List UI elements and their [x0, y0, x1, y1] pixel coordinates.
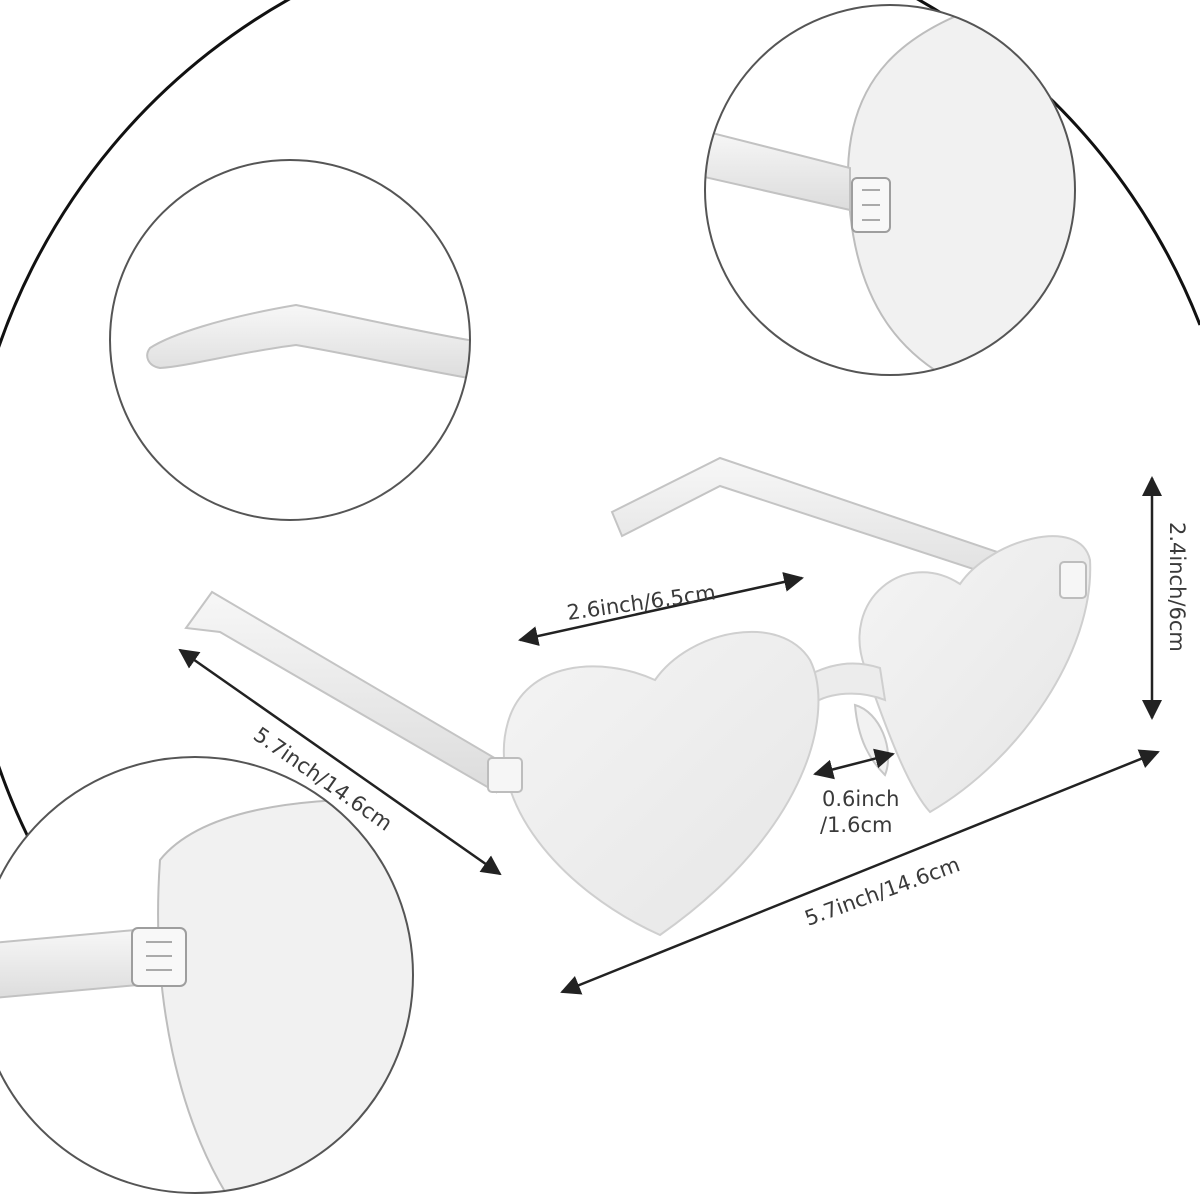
total-width-line: [560, 749, 1160, 995]
temple-tip-arm: [146, 303, 470, 382]
detail-circle-hinge-bottom: [0, 756, 414, 1194]
detail-circle-temple-tip: [109, 159, 471, 521]
right-hinge: [1059, 561, 1087, 599]
temple-length-line: [178, 648, 502, 876]
left-hinge: [487, 757, 523, 793]
detail-circle-hinge-top: [704, 4, 1076, 376]
lens-width-label: 2.6inch/6.5cm: [565, 580, 717, 625]
left-heart-lens: [502, 630, 820, 937]
lens-width-line: [518, 572, 804, 646]
hinge-top-arm: [705, 128, 851, 212]
frame-height-label: 2.4inch/6cm: [1165, 522, 1189, 652]
hinge-top-lens: [846, 5, 1075, 375]
right-heart-lens: [858, 535, 1092, 814]
bridge-width-label-2: /1.6cm: [820, 813, 892, 837]
bridge: [798, 662, 887, 706]
bridge-width-label-1: 0.6inch: [822, 787, 899, 811]
